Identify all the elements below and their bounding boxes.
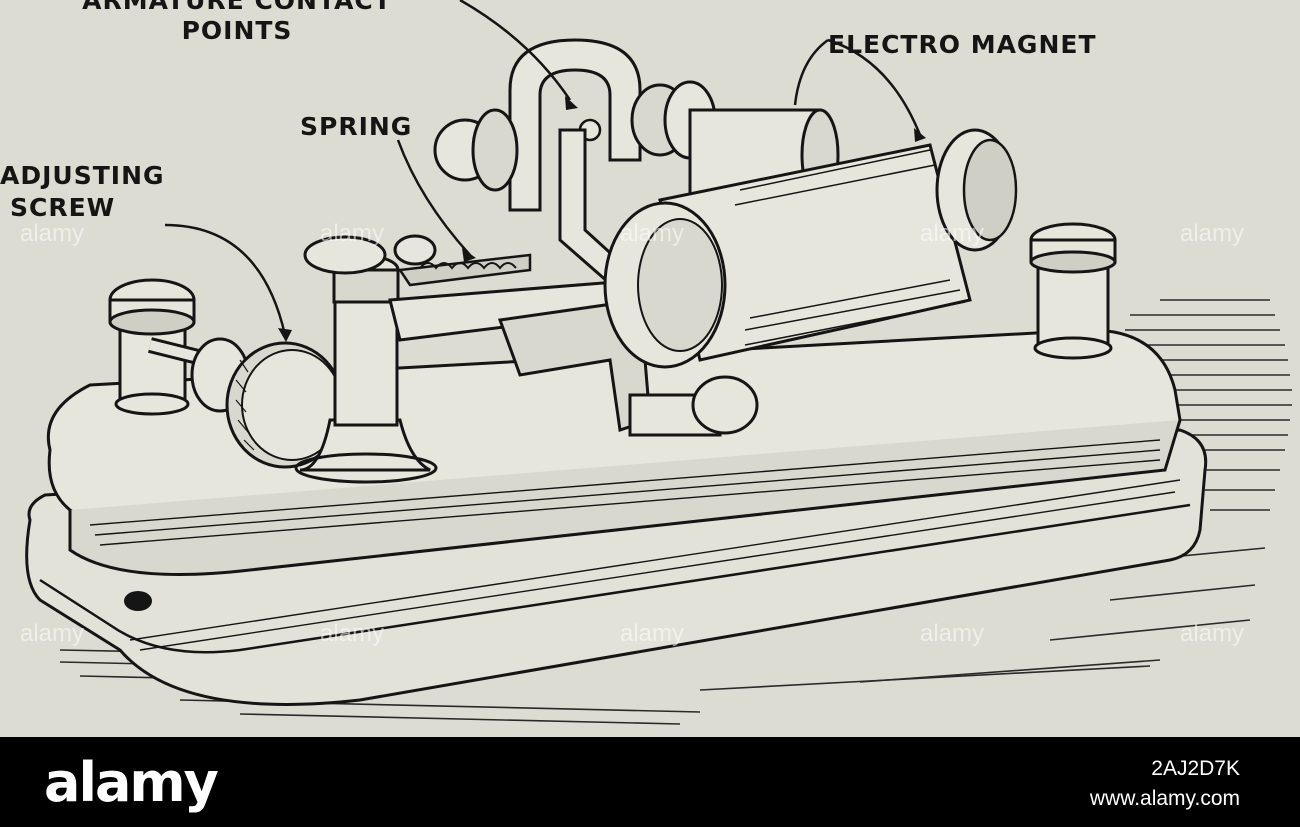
label-armature-contact-points-line2: POINTS [181, 16, 293, 45]
watermark-tile: alamy [920, 620, 985, 647]
label-adjusting-screw-line2: SCREW [10, 193, 116, 222]
pivot-post [294, 254, 438, 484]
leader-arrowhead-magnet [914, 128, 926, 142]
leader-arrowhead-contact [565, 96, 578, 110]
watermark-tile: alamy [620, 620, 685, 647]
leader-arrowhead-screw [278, 328, 292, 342]
watermark-tile: alamy [1180, 220, 1245, 247]
alamy-logo: alamy [44, 751, 219, 814]
base-upper-plate-side [68, 419, 1182, 576]
right-shadow-hatching [1120, 299, 1292, 511]
label-spring: SPRING [300, 112, 413, 141]
right-binding-post [1029, 222, 1117, 360]
watermark-tile: alamy [920, 220, 985, 247]
leader-electro-magnet-rear [793, 38, 829, 106]
watermark-tile: alamy [620, 220, 685, 247]
watermark-tile: alamy [320, 220, 385, 247]
label-leader-lines [164, 0, 922, 336]
left-binding-post [108, 278, 196, 416]
base-screw-hole [124, 591, 152, 611]
front-coil [603, 128, 1018, 369]
magnet-frame-nut [691, 375, 759, 435]
watermark-tile: alamy [320, 620, 385, 647]
watermark-tile: alamy [20, 620, 85, 647]
base-upper-side-lines [89, 439, 1161, 546]
leader-arrowhead-spring [462, 248, 476, 262]
footer-bar: alamy 2AJ2D7K www.alamy.com [0, 737, 1300, 827]
label-adjusting-screw: ADJUSTING SCREW [0, 160, 165, 224]
watermark-tile: alamy [1180, 620, 1245, 647]
spring-bar [397, 253, 532, 287]
label-adjusting-screw-line1: ADJUSTING [0, 161, 165, 190]
spring-coil [419, 262, 517, 270]
adjusting-screw-assembly [148, 337, 345, 469]
leader-adjusting-screw [164, 223, 287, 336]
telegraph-sounder-illustration: ARMATURE CONTACT POINTS ELECTRO MAGNET S… [0, 0, 1300, 737]
base-lower-edge [39, 503, 1191, 654]
leader-spring [396, 139, 471, 256]
label-electro-magnet: ELECTRO MAGNET [828, 30, 1097, 59]
leader-electro-magnet-front [827, 38, 922, 136]
leader-armature-contact-points [459, 0, 572, 101]
spring-anchor [303, 234, 437, 275]
label-armature-contact-points: ARMATURE CONTACT POINTS [22, 0, 452, 46]
image-id-text: 2AJ2D7K [1151, 757, 1240, 780]
label-armature-contact-points-line1: ARMATURE CONTACT [82, 0, 392, 15]
site-url-text: www.alamy.com [1089, 787, 1240, 810]
telegraph-sounder-drawing [25, 0, 1292, 725]
watermark-tile: alamy [20, 220, 85, 247]
base-lower-edge-lines [129, 479, 1181, 651]
